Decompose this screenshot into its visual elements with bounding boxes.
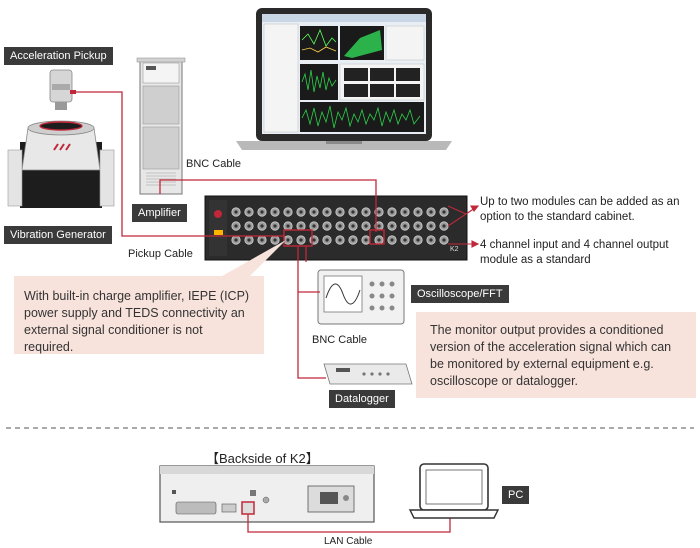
bnc-connector-pin [429, 238, 432, 241]
bnc-connector-pin [234, 238, 237, 241]
bnc-connector-pin [247, 224, 250, 227]
charge-amp-note: With built-in charge amplifier, IEPE (IC… [14, 276, 264, 354]
bnc-connector-pin [416, 224, 419, 227]
bnc-connector-pin [377, 238, 380, 241]
bnc-connector-pin [338, 238, 341, 241]
bnc-connector-pin [247, 238, 250, 241]
bnc-connector-pin [351, 238, 354, 241]
bnc-cable-mid-label: BNC Cable [312, 334, 367, 346]
bnc-connector-pin [312, 210, 315, 213]
bnc-connector-pin [429, 210, 432, 213]
bnc-connector-pin [364, 224, 367, 227]
oscilloscope-tag: Oscilloscope/FFT [411, 285, 509, 303]
bnc-connector-pin [338, 224, 341, 227]
bnc-connector-pin [260, 238, 263, 241]
vibration-generator-tag: Vibration Generator [4, 226, 112, 244]
bnc-connector-pin [390, 238, 393, 241]
bnc-connector-pin [286, 238, 289, 241]
datalogger-illustration [324, 364, 412, 384]
bnc-connector-pin [299, 210, 302, 213]
k2-backside-illustration [160, 466, 374, 522]
datalogger-tag: Datalogger [329, 390, 395, 408]
bnc-connector-pin [325, 210, 328, 213]
bnc-connector-pin [299, 238, 302, 241]
bnc-connector-pin [273, 224, 276, 227]
bnc-connector-pin [351, 210, 354, 213]
bnc-connector-pin [403, 224, 406, 227]
bnc-connector-pin [416, 210, 419, 213]
bnc-connector-pin [299, 224, 302, 227]
vibration-generator-illustration [8, 121, 114, 208]
bnc-connector-pin [312, 224, 315, 227]
bnc-connector-pin [325, 224, 328, 227]
bnc-connector-pin [442, 210, 445, 213]
bnc-connector-pin [286, 210, 289, 213]
bnc-connector-pin [429, 224, 432, 227]
bnc-connector-pin [364, 210, 367, 213]
bnc-cable-top-label: BNC Cable [186, 158, 241, 170]
bnc-connector-pin [273, 210, 276, 213]
bnc-connector-pin [442, 238, 445, 241]
bnc-connector-pin [234, 210, 237, 213]
pc-tag: PC [502, 486, 529, 504]
lan-cable-label: LAN Cable [324, 536, 372, 547]
bnc-connector-pin [325, 238, 328, 241]
acceleration-pickup-tag: Acceleration Pickup [4, 47, 113, 65]
bnc-connector-pin [377, 224, 380, 227]
pc-laptop-illustration [410, 464, 498, 518]
bnc-connector-pin [312, 238, 315, 241]
bnc-connector-pin [377, 210, 380, 213]
bnc-connector-pin [286, 224, 289, 227]
acceleration-pickup-sensor [50, 70, 76, 110]
amplifier-cabinet [137, 58, 185, 194]
k2-connectors [232, 208, 448, 244]
amplifier-tag: Amplifier [132, 204, 187, 222]
channel-io-note: 4 channel input and 4 channel output mod… [480, 238, 696, 268]
k2-model-label: K2 [450, 246, 459, 253]
bnc-connector-pin [273, 238, 276, 241]
bnc-connector-pin [403, 210, 406, 213]
bnc-connector-pin [442, 224, 445, 227]
bnc-connector-pin [351, 224, 354, 227]
bnc-connector-pin [416, 238, 419, 241]
bnc-connector-pin [234, 224, 237, 227]
bnc-connector-pin [247, 210, 250, 213]
modules-note: Up to two modules can be added as an opt… [480, 195, 696, 225]
bnc-connector-pin [403, 238, 406, 241]
pickup-cable-label: Pickup Cable [128, 248, 193, 260]
backside-title: 【Backside of K2】 [206, 448, 319, 467]
bnc-connector-pin [390, 210, 393, 213]
bnc-connector-pin [364, 238, 367, 241]
k2-controller-front [205, 196, 467, 260]
monitor-output-note: The monitor output provides a conditione… [416, 312, 696, 398]
oscilloscope-illustration [318, 270, 404, 324]
bnc-connector-pin [338, 210, 341, 213]
bnc-connector-pin [260, 224, 263, 227]
laptop-illustration [236, 8, 452, 150]
bnc-connector-pin [390, 224, 393, 227]
bnc-connector-pin [260, 210, 263, 213]
